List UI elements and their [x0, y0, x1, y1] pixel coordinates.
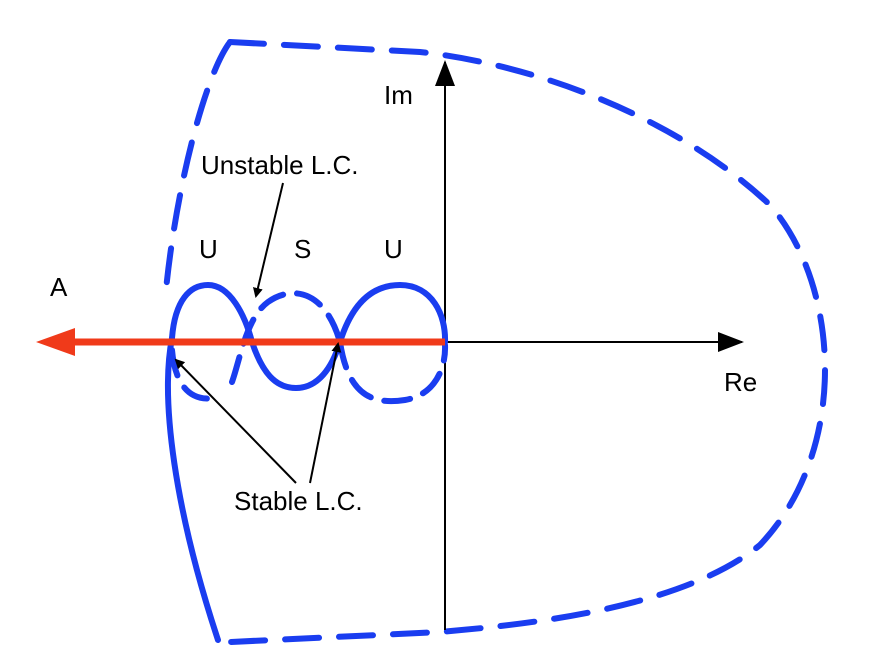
dashed-lobe-middle	[229, 290, 343, 385]
solid-wave-curve	[169, 281, 449, 392]
a-axis-label: A	[50, 272, 68, 302]
re-axis-label: Re	[724, 367, 757, 397]
dashed-left-contour	[162, 39, 233, 303]
region-s-label: S	[294, 234, 311, 264]
dashed-lobe-right	[337, 339, 449, 405]
stable-lc-label: Stable L.C.	[234, 486, 363, 516]
region-u-left-label: U	[199, 234, 218, 264]
stable-lc-pointer-right	[309, 342, 342, 484]
stable-lc-pointer-left	[174, 358, 297, 484]
a-axis-arrowhead	[36, 328, 75, 356]
solid-left-sweep-curve	[165, 335, 221, 643]
dashed-lobe-left	[169, 347, 218, 402]
unstable-lc-pointer	[252, 182, 284, 298]
region-u-right-label: U	[384, 234, 403, 264]
unstable-lc-label: Unstable L.C.	[201, 150, 359, 180]
im-axis-label: Im	[384, 80, 413, 110]
